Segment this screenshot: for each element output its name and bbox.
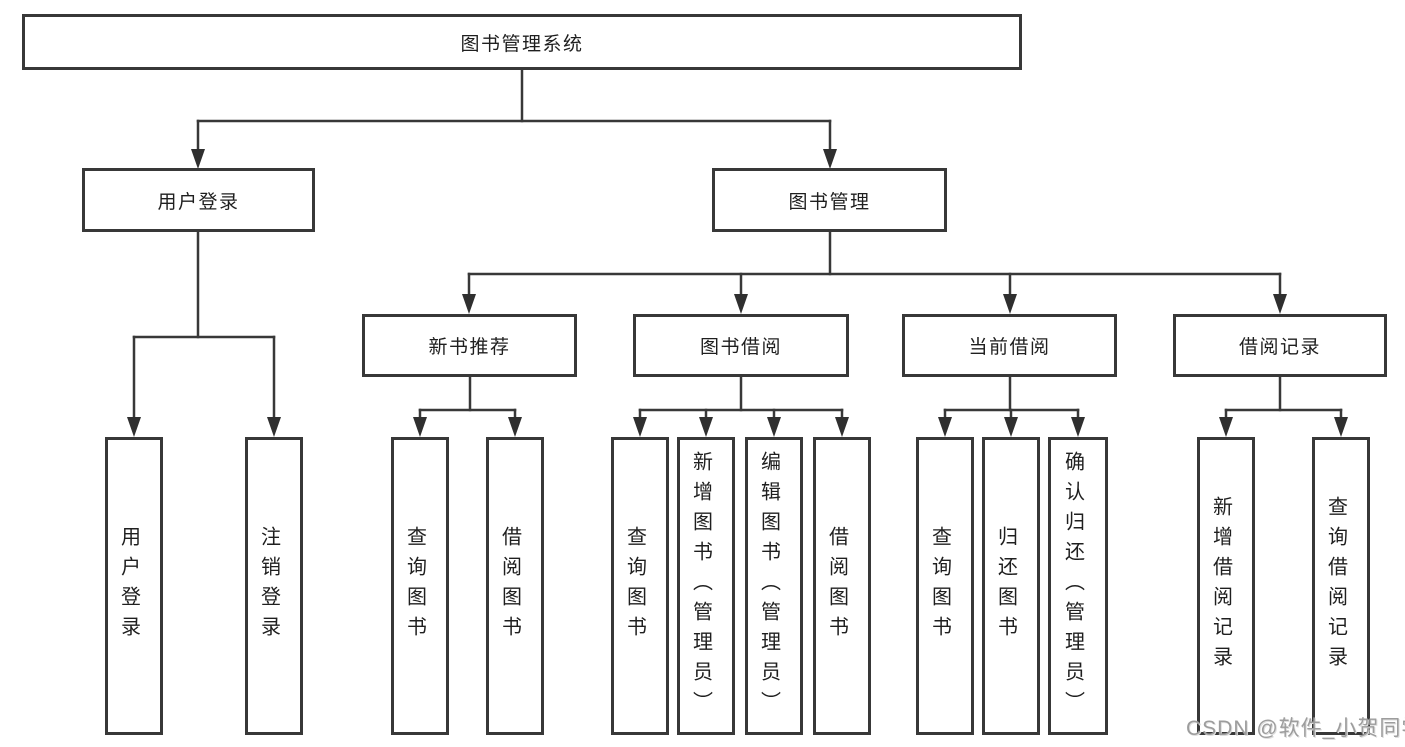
node-label: 借阅记录 (1238, 337, 1321, 358)
node-label: 图书管理系统 (460, 33, 584, 55)
node-label: 用户登录 (117, 526, 140, 646)
node-current-borrowing: 当前借阅 (902, 314, 1117, 377)
node-new-book-recommend: 新书推荐 (362, 314, 577, 377)
node-label: 图书管理 (788, 191, 871, 213)
leaf-query-books-current: 查询图书 (916, 437, 974, 735)
node-label: 新增图书（管理员） (689, 451, 712, 721)
leaf-user-login: 用户登录 (105, 437, 163, 735)
node-label: 借阅图书 (825, 526, 848, 646)
leaf-return-book: 归还图书 (982, 437, 1040, 735)
leaf-borrow-books: 借阅图书 (813, 437, 871, 735)
leaf-logout: 注销登录 (245, 437, 303, 735)
node-book-borrowing: 图书借阅 (633, 314, 849, 377)
node-book-management: 图书管理 (712, 168, 947, 232)
leaf-borrow-books-recommend: 借阅图书 (486, 437, 544, 735)
node-label: 归还图书 (994, 526, 1017, 646)
node-label: 确认归还（管理员） (1061, 451, 1084, 721)
node-label: 借阅图书 (498, 526, 521, 646)
node-label: 新增借阅记录 (1209, 496, 1232, 676)
node-label: 查询图书 (623, 526, 646, 646)
leaf-query-books-recommend: 查询图书 (391, 437, 449, 735)
node-label: 新书推荐 (428, 337, 511, 358)
leaf-query-books-borrowing: 查询图书 (611, 437, 669, 735)
node-label: 编辑图书（管理员） (757, 451, 780, 721)
csdn-watermark: CSDN @软件_小贺同学 (1186, 717, 1405, 740)
node-borrowing-records: 借阅记录 (1173, 314, 1387, 377)
leaf-add-book-admin: 新增图书（管理员） (677, 437, 735, 735)
leaf-edit-book-admin: 编辑图书（管理员） (745, 437, 803, 735)
leaf-query-borrow-record: 查询借阅记录 (1312, 437, 1370, 735)
node-label: 查询图书 (928, 526, 951, 646)
node-library-management-system: 图书管理系统 (22, 14, 1022, 70)
node-label: 当前借阅 (968, 337, 1051, 358)
node-label: 用户登录 (157, 191, 240, 213)
node-label: 查询图书 (403, 526, 426, 646)
node-user-login: 用户登录 (82, 168, 315, 232)
node-label: 查询借阅记录 (1324, 496, 1347, 676)
leaf-confirm-return-admin: 确认归还（管理员） (1048, 437, 1108, 735)
node-label: 图书借阅 (699, 337, 782, 358)
node-label: 注销登录 (257, 526, 280, 646)
leaf-add-borrow-record: 新增借阅记录 (1197, 437, 1255, 735)
